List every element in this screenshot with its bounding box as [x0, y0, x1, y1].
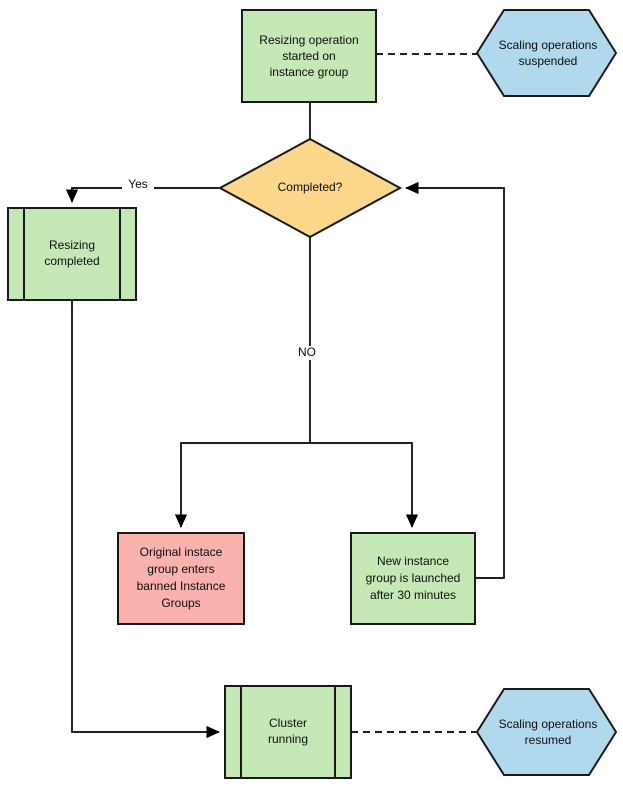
original-group-banned-box[interactable]	[117, 532, 245, 625]
edge-resizing-completed-to-cluster[interactable]	[71, 300, 221, 739]
new-group-launched-label-line3: after 30 minutes	[370, 588, 456, 602]
original-group-banned-label-line1: Original instace	[140, 545, 223, 559]
completed-decision-label: Completed?	[278, 180, 343, 194]
edge-label-yes-backdrop	[122, 178, 154, 191]
new-group-launched-box[interactable]	[350, 532, 476, 625]
cluster-running-label-line1: Cluster	[269, 716, 307, 730]
edge-layer	[65, 53, 505, 739]
resizing-completed-label-line2: completed	[44, 254, 99, 268]
node-scaling-resumed[interactable]: Scaling operations resumed	[475, 688, 618, 776]
completed-decision-diamond[interactable]	[217, 137, 403, 239]
edge-label-no: NO	[298, 345, 316, 359]
original-group-banned-label-line2: group enters	[147, 562, 214, 576]
edge-no-to-new-group[interactable]	[310, 442, 419, 529]
resizing-completed-box[interactable]	[7, 207, 137, 301]
original-group-banned-label-line4: Groups	[161, 596, 200, 610]
edge-new-group-back-to-decision[interactable]	[404, 181, 505, 579]
node-resizing-started[interactable]: Resizing operation started on instance g…	[241, 9, 377, 103]
scaling-resumed-label-line1: Scaling operations	[499, 717, 598, 731]
edge-no-to-original-group[interactable]	[174, 442, 310, 529]
scaling-suspended-hexagon[interactable]	[475, 9, 618, 97]
scaling-resumed-label-line2: resumed	[525, 733, 572, 747]
scaling-suspended-label-line2: suspended	[519, 54, 578, 68]
scaling-resumed-hexagon[interactable]	[475, 688, 618, 776]
edge-label-no-backdrop	[292, 346, 322, 360]
edge-label-yes: Yes	[128, 177, 148, 191]
resizing-completed-label-line1: Resizing	[49, 238, 95, 252]
new-group-launched-label-line2: group is launched	[366, 571, 461, 585]
edge-label-layer: Yes NO	[122, 177, 322, 360]
original-group-banned-label-line3: banned Instance	[137, 579, 226, 593]
new-group-launched-label-line1: New instance	[377, 554, 449, 568]
node-cluster-running[interactable]: Cluster running	[224, 685, 352, 779]
resizing-started-label-line1: Resizing operation	[259, 33, 358, 47]
node-new-group-launched[interactable]: New instance group is launched after 30 …	[350, 532, 476, 625]
scaling-suspended-label-line1: Scaling operations	[499, 38, 598, 52]
edge-decision-yes[interactable]	[65, 187, 220, 204]
node-original-group-banned[interactable]: Original instace group enters banned Ins…	[117, 532, 245, 625]
node-completed-decision[interactable]: Completed?	[217, 137, 403, 239]
resizing-started-box[interactable]	[241, 9, 377, 103]
resizing-started-label-line3: instance group	[270, 65, 349, 79]
cluster-running-box[interactable]	[224, 685, 352, 779]
resizing-started-label-line2: started on	[282, 49, 335, 63]
cluster-running-label-line2: running	[268, 732, 308, 746]
node-scaling-suspended[interactable]: Scaling operations suspended	[475, 9, 618, 97]
node-resizing-completed[interactable]: Resizing completed	[7, 207, 137, 301]
